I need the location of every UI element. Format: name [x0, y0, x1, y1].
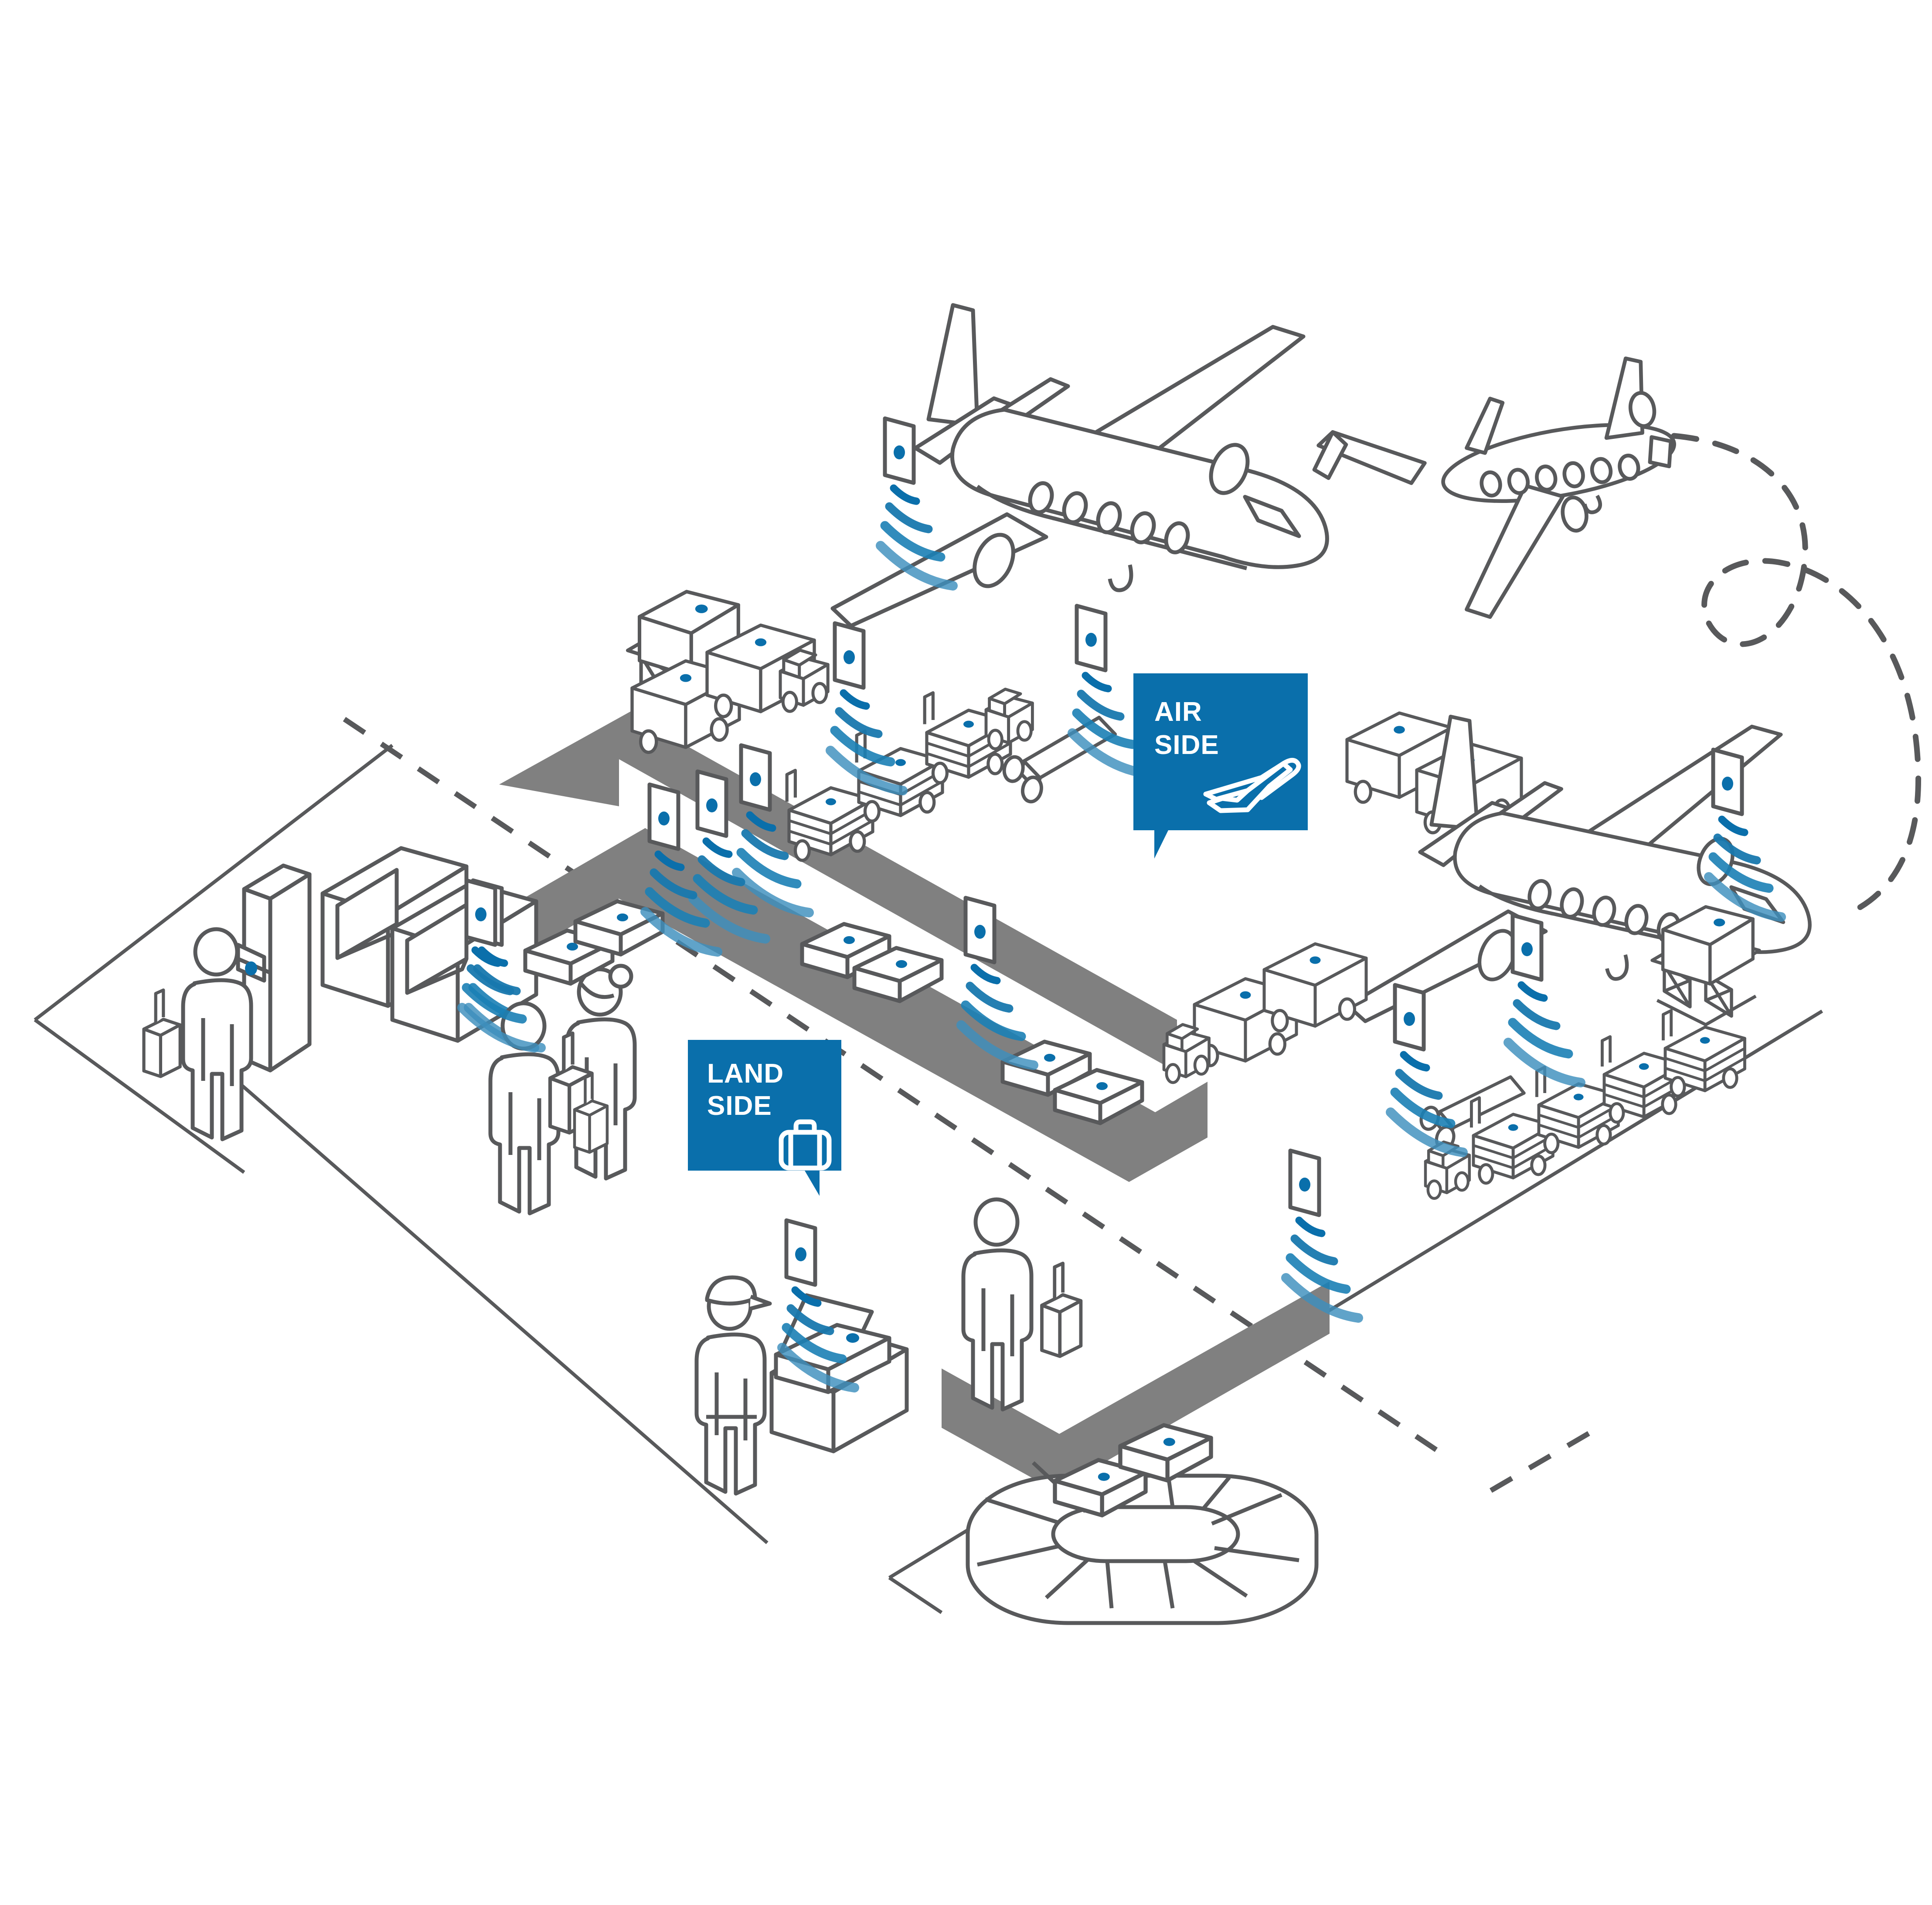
arriving-passenger: [963, 1199, 1031, 1409]
arriving-passenger-suitcase: [1042, 1263, 1081, 1356]
rfid-tag-aircraft-right-door: [1508, 915, 1581, 1083]
flight-path: [1671, 433, 1922, 918]
conveyor-path-outbound: [499, 691, 1177, 1072]
zone-divider: [343, 717, 1597, 1493]
badge-air-side[interactable]: AIR SIDE: [1133, 673, 1308, 859]
conveyor-path-main: [423, 828, 1208, 1182]
badge-air-side-line1: AIR: [1154, 697, 1202, 727]
security-officer: [697, 1277, 770, 1494]
badge-land-side[interactable]: LAND SIDE: [688, 1040, 841, 1196]
badge-land-side-line1: LAND: [707, 1059, 784, 1089]
flying-aircraft: [1314, 358, 1680, 617]
conveyor-path-inbound: [942, 1281, 1330, 1491]
tug-left-1: [780, 650, 828, 711]
suitcase-icon: [779, 1119, 832, 1171]
uld-truck-right-2: [1264, 944, 1366, 1031]
badge-land-side-line2: SIDE: [707, 1091, 772, 1121]
inspection-table: [772, 1295, 907, 1451]
tug-left-2: [986, 689, 1032, 749]
departing-plane-icon: [1203, 758, 1301, 813]
badge-air-side-line2: SIDE: [1154, 730, 1219, 760]
inspection-area: [697, 1277, 907, 1494]
